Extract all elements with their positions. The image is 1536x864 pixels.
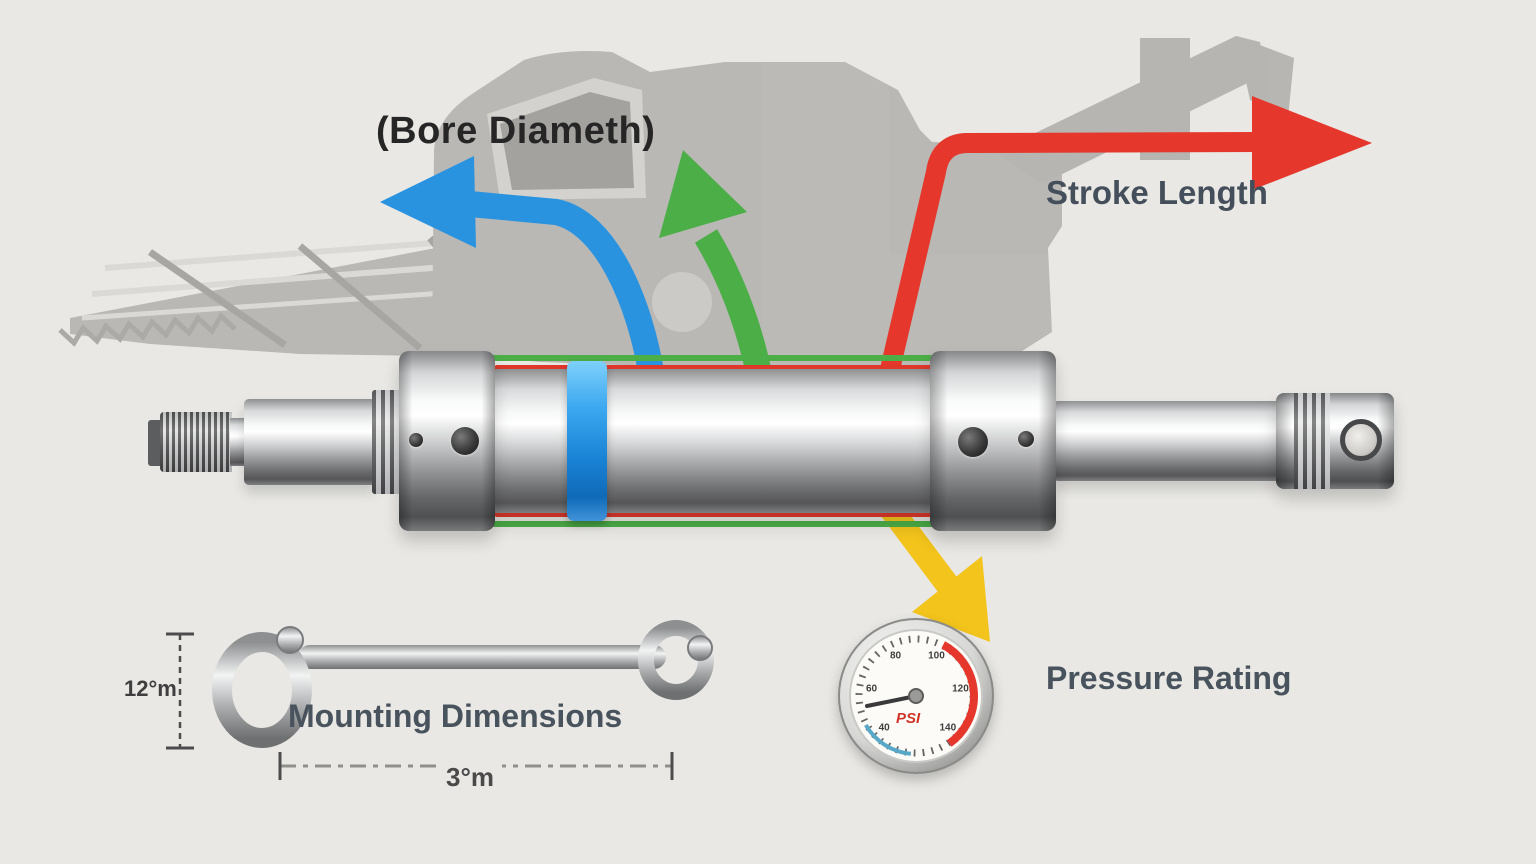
body-port-circle <box>652 272 712 332</box>
gauge-dial <box>838 618 994 774</box>
rod-collar-rings <box>372 390 404 494</box>
harvester-header <box>70 228 554 358</box>
pin-left-bolt <box>276 626 304 654</box>
rod-clevis-end <box>1276 393 1394 489</box>
bore-green-arrow-head <box>659 150 747 238</box>
grain-tank-stack <box>1140 38 1190 160</box>
bore-arrow-head <box>380 156 476 248</box>
auger-spout <box>1236 36 1294 118</box>
gauge-tick-number: 140 <box>939 722 957 734</box>
gauge-tick-number: 60 <box>865 683 878 695</box>
gauge-unit-label: PSI <box>896 710 921 727</box>
clevis-rings <box>1294 393 1330 489</box>
pin-rod <box>298 645 666 669</box>
gauge-numbers: 40 60 80 100 120 140 <box>836 616 996 776</box>
label-pressure-rating: Pressure Rating <box>1046 660 1292 696</box>
harvester-body <box>432 51 1062 372</box>
header-reel-bar <box>91 257 537 297</box>
piston-rod-left <box>244 399 376 485</box>
header-reel-bar <box>81 283 546 321</box>
gauge-tick-number: 40 <box>878 722 890 734</box>
clevis-mounting-hole <box>1340 419 1382 461</box>
gauge-red-zone-arc <box>941 641 978 747</box>
blue-band <box>567 361 607 521</box>
rear-head-cap <box>930 351 1056 531</box>
rear-cap-port-hole <box>958 427 988 457</box>
pin-right-bolt <box>687 635 713 661</box>
gauge-hub <box>908 688 924 704</box>
label-stroke-length: Stroke Length <box>1046 174 1268 211</box>
label-bore-diameter: (Bore Diameth) <box>376 110 656 152</box>
gauge-needle <box>865 694 918 708</box>
pin-right-eye <box>638 620 714 700</box>
front-cap-small-hole <box>409 433 423 447</box>
rear-cap-small-hole <box>1018 431 1034 447</box>
gauge-tick-number: 120 <box>952 683 969 695</box>
rod-end-thread <box>160 412 232 472</box>
gauge-blue-zone-arc <box>864 723 912 756</box>
label-mounting-dimensions: Mounting Dimensions <box>288 698 623 734</box>
unloading-auger <box>996 36 1266 184</box>
header-braces <box>148 235 523 353</box>
pressure-gauge: 40 60 80 100 120 140 PSI <box>836 616 996 776</box>
stroke-length-arrow-head <box>1252 96 1372 190</box>
bore-arrow-line <box>468 191 665 380</box>
gauge-tick-number: 100 <box>928 650 945 662</box>
cylinder-barrel <box>492 369 936 513</box>
header-cutter-teeth <box>58 312 237 347</box>
pin-height-dimension-value: 12°m <box>124 676 177 701</box>
header-reel-bar <box>104 233 526 271</box>
gauge-tick-number: 80 <box>890 650 902 662</box>
piston-rod-right <box>1054 401 1282 481</box>
front-head-cap <box>399 351 495 531</box>
front-cap-port-hole <box>451 427 479 455</box>
rod-neck <box>230 418 248 466</box>
pin-length-dimension-value: 3°m <box>438 762 502 793</box>
